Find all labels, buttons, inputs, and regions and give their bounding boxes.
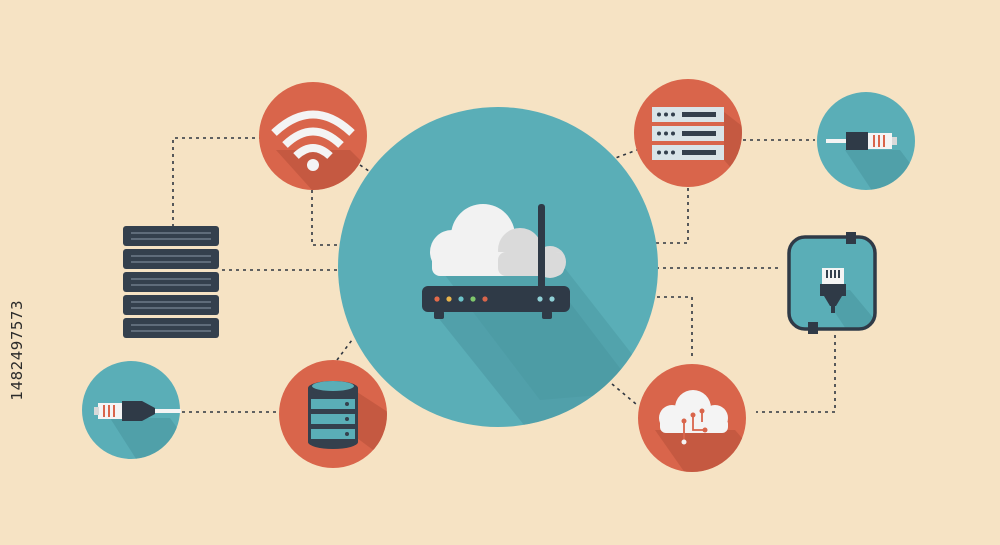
connector-wifi-to-servers xyxy=(172,137,262,226)
hub-router-cloud-icon xyxy=(338,107,658,427)
server-stack-icon xyxy=(123,226,219,338)
connector-db-to-hub xyxy=(336,339,353,361)
cloud-icon xyxy=(430,204,566,278)
connector-server-down xyxy=(654,188,689,244)
connector-wifi-to-hub xyxy=(311,190,345,246)
server-rack-icon xyxy=(634,79,742,187)
connector-hub-to-server xyxy=(609,149,638,161)
stock-image-id: 1482497573 xyxy=(8,300,26,401)
connector-lines xyxy=(172,137,836,413)
connector-hub-to-cloud xyxy=(611,383,637,405)
connector-hub-down xyxy=(650,296,693,360)
ethernet-plug-icon-top-right xyxy=(817,92,915,190)
connector-cable-to-cloud xyxy=(756,335,836,413)
router-icon xyxy=(422,204,570,319)
ethernet-cable-icon xyxy=(787,232,877,334)
ethernet-plug-icon-bottom-left xyxy=(82,361,181,459)
wifi-icon xyxy=(259,82,367,190)
cloud-network-icon xyxy=(638,364,746,472)
database-icon xyxy=(279,360,387,468)
